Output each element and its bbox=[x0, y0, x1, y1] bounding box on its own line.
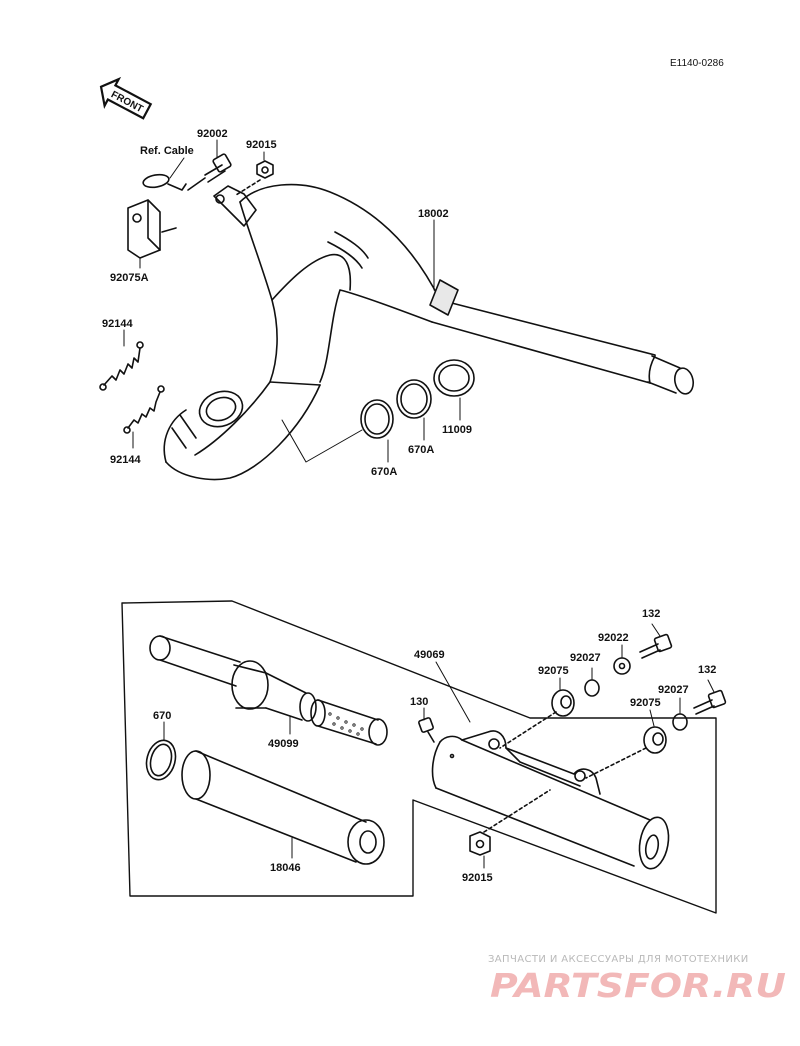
label-92144-lower: 92144 bbox=[110, 454, 141, 466]
label-92027-lower: 92027 bbox=[658, 684, 689, 696]
label-49069: 49069 bbox=[414, 649, 445, 661]
watermark-logo: PARTSFOR.RU bbox=[490, 966, 786, 1005]
label-670: 670 bbox=[153, 710, 172, 722]
inner-pipe-49099 bbox=[149, 635, 388, 746]
label-130: 130 bbox=[410, 696, 429, 708]
spring-92144-lower bbox=[123, 385, 165, 434]
nut-92015-top bbox=[235, 160, 274, 196]
expansion-chamber-18002 bbox=[163, 183, 695, 481]
gasket-670A-lower bbox=[360, 399, 394, 439]
diagram-code: E1140-0286 bbox=[670, 58, 724, 69]
label-92002: 92002 bbox=[197, 128, 228, 140]
gasket-670A-upper bbox=[396, 379, 432, 419]
grommet-92075-upper bbox=[499, 689, 575, 749]
label-92022: 92022 bbox=[598, 632, 629, 644]
spring-92144-upper bbox=[99, 341, 144, 391]
silencer-body-49069 bbox=[431, 730, 670, 870]
bracket-92075A bbox=[127, 199, 177, 259]
grommet-92075-lower bbox=[585, 726, 667, 779]
bolt-130 bbox=[418, 717, 435, 743]
label-92075-upper: 92075 bbox=[538, 665, 569, 677]
packing-18046 bbox=[181, 750, 385, 865]
ref-cable-loop bbox=[142, 173, 187, 191]
front-direction-arrow-icon: FRONT bbox=[99, 76, 153, 120]
label-92075-lower: 92075 bbox=[630, 697, 661, 709]
label-18002: 18002 bbox=[418, 208, 449, 220]
label-132-upper: 132 bbox=[642, 608, 661, 620]
label-132-lower: 132 bbox=[698, 664, 717, 676]
label-18046: 18046 bbox=[270, 862, 301, 874]
ring-670 bbox=[145, 739, 177, 781]
watermark-tagline: ЗАПЧАСТИ И АКСЕССУАРЫ ДЛЯ МОТОТЕХНИКИ bbox=[488, 954, 749, 965]
bolt-132-upper bbox=[639, 633, 673, 659]
bolt-92002 bbox=[187, 153, 232, 191]
watermark-logo-text: PARTSFOR.RU bbox=[490, 966, 786, 1005]
nut-92015-bottom bbox=[469, 789, 551, 856]
label-92015-bottom: 92015 bbox=[462, 872, 493, 884]
label-49099: 49099 bbox=[268, 738, 299, 750]
label-92144-upper: 92144 bbox=[102, 318, 133, 330]
label-670A-upper: 670A bbox=[408, 444, 435, 456]
label-92015-top: 92015 bbox=[246, 139, 277, 151]
label-92075A: 92075A bbox=[110, 272, 149, 284]
gasket-11009 bbox=[433, 359, 475, 397]
washer-92022 bbox=[613, 657, 631, 675]
collar-92027-upper bbox=[584, 679, 600, 697]
label-92027-upper: 92027 bbox=[570, 652, 601, 664]
label-670A-lower: 670A bbox=[371, 466, 398, 478]
bolt-132-lower bbox=[693, 689, 727, 715]
label-11009: 11009 bbox=[442, 424, 472, 436]
collar-92027-lower bbox=[672, 713, 688, 731]
label-ref-cable: Ref. Cable bbox=[140, 145, 194, 157]
